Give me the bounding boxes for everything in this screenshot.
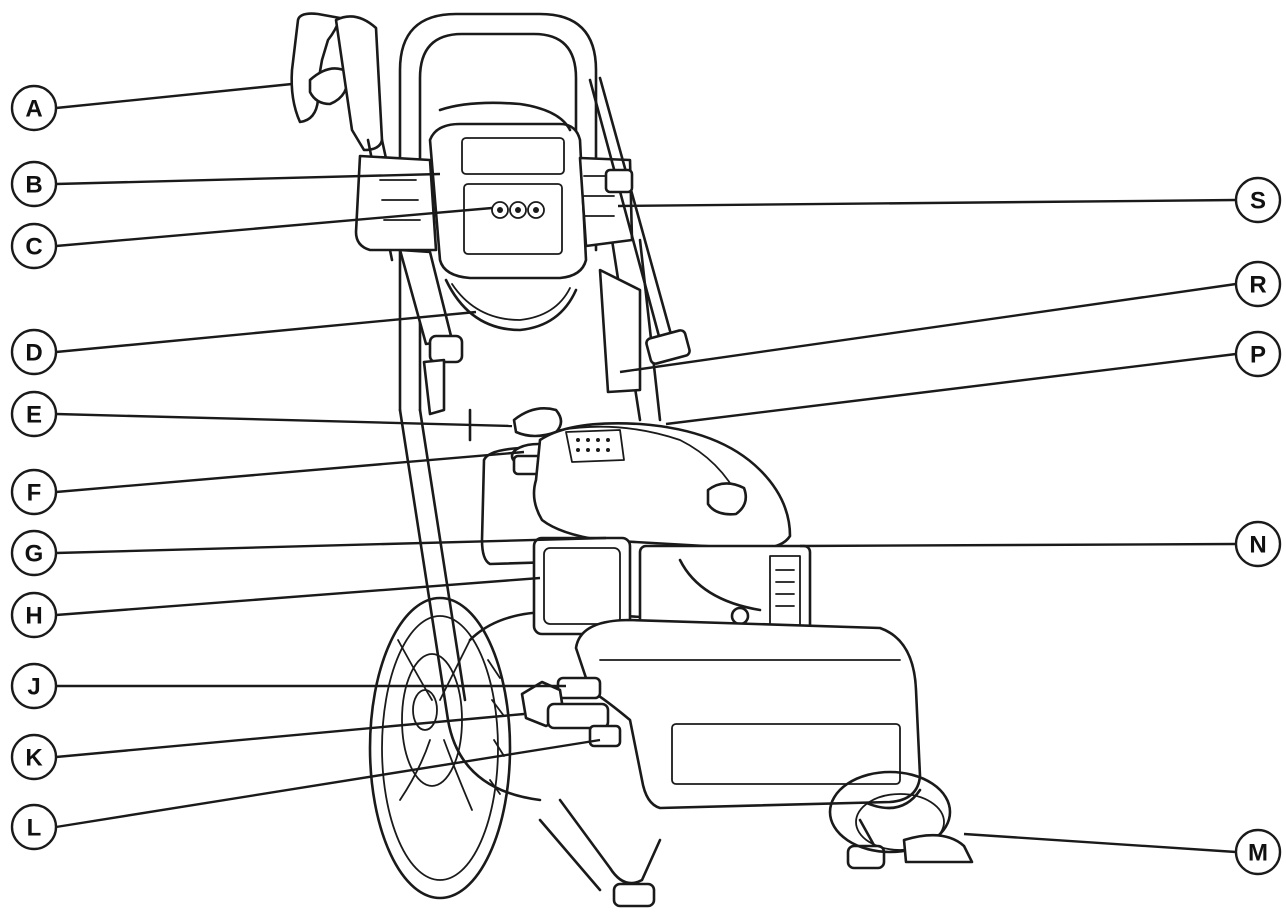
callout-h: H — [10, 591, 58, 639]
svg-text:L: L — [27, 815, 42, 842]
svg-text:R: R — [1249, 272, 1266, 299]
svg-text:K: K — [25, 745, 43, 772]
leader-lines — [55, 82, 1237, 854]
svg-text:B: B — [25, 172, 42, 199]
callout-j: J — [10, 662, 58, 710]
callout-e: E — [10, 390, 58, 438]
callout-l: L — [10, 803, 58, 851]
svg-text:H: H — [25, 603, 42, 630]
coiled-hose — [438, 101, 578, 332]
callout-k: K — [10, 733, 58, 781]
callout-s: S — [1234, 176, 1282, 224]
callout-n: N — [1234, 520, 1282, 568]
leader-k — [55, 712, 525, 759]
svg-text:E: E — [26, 402, 42, 429]
svg-text:J: J — [27, 674, 40, 701]
svg-text:S: S — [1250, 188, 1266, 215]
leader-n — [799, 542, 1237, 548]
wand — [588, 76, 691, 365]
leader-f — [55, 450, 525, 494]
leader-s — [617, 198, 1237, 208]
leader-r — [619, 282, 1237, 374]
callout-b: B — [10, 160, 58, 208]
svg-text:M: M — [1248, 840, 1268, 867]
callout-r: R — [1234, 260, 1282, 308]
leader-p — [665, 352, 1237, 426]
svg-text:P: P — [1250, 342, 1266, 369]
leader-h — [55, 576, 541, 617]
leader-b — [55, 172, 441, 186]
wheel — [368, 596, 512, 900]
leader-g — [55, 536, 607, 555]
svg-text:D: D — [25, 340, 42, 367]
callout-a: A — [10, 84, 58, 132]
leader-m — [963, 832, 1237, 854]
callout-m: M — [1234, 828, 1282, 876]
callout-c: C — [10, 222, 58, 270]
svg-text:A: A — [25, 96, 42, 123]
control-panel — [354, 122, 634, 280]
leader-c — [55, 206, 493, 248]
svg-text:N: N — [1249, 532, 1266, 559]
leader-l — [55, 738, 601, 829]
hose-coil — [828, 770, 974, 864]
svg-text:C: C — [25, 234, 42, 261]
callouts: A B C D E F G H J K L S R P N M — [10, 84, 1282, 876]
callout-f: F — [10, 468, 58, 516]
leader-d — [55, 310, 477, 354]
leader-a — [55, 82, 293, 110]
callout-p: P — [1234, 330, 1282, 378]
hose-hook — [598, 268, 642, 394]
svg-text:G: G — [25, 541, 44, 568]
callout-g: G — [10, 529, 58, 577]
svg-text:F: F — [27, 480, 42, 507]
leader-e — [55, 412, 513, 428]
pressure-washer-illustration — [290, 12, 974, 908]
pump-base — [574, 618, 922, 810]
callout-d: D — [10, 328, 58, 376]
engine — [480, 407, 812, 642]
